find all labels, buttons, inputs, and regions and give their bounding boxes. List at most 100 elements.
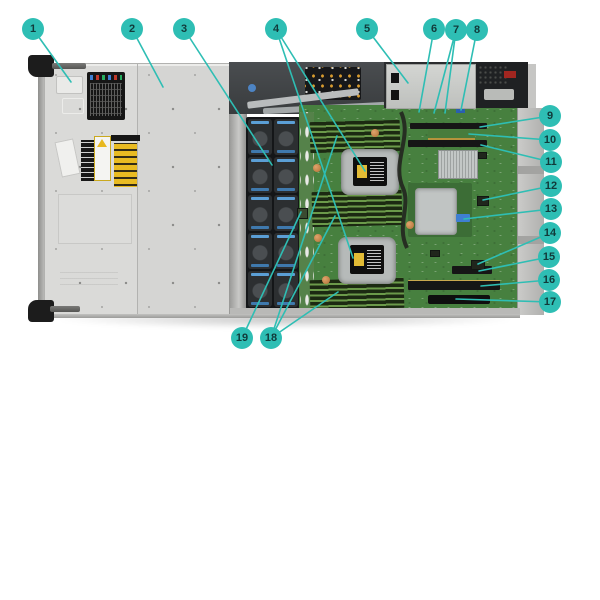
callout-line-15 bbox=[478, 256, 550, 272]
wall-notch bbox=[518, 166, 544, 174]
rack-ear-top bbox=[28, 55, 54, 77]
fan-module bbox=[248, 157, 272, 193]
microsd-riser-card bbox=[428, 130, 475, 140]
psu-release-tab bbox=[504, 71, 516, 78]
pcie-slot-5 bbox=[452, 266, 492, 274]
callout-badge-9: 9 bbox=[539, 105, 561, 127]
callout-line-4b bbox=[275, 28, 354, 259]
callout-badge-14: 14 bbox=[539, 222, 561, 244]
processor-2-heatsink bbox=[338, 237, 396, 284]
callout-line-16 bbox=[480, 279, 550, 287]
smart-array-connector bbox=[456, 214, 470, 222]
callout-badge-2: 2 bbox=[121, 18, 143, 40]
fan-module bbox=[274, 157, 298, 193]
callout-line-18a bbox=[270, 135, 338, 339]
tpm-connector bbox=[477, 196, 489, 206]
callout-line-11 bbox=[480, 144, 552, 163]
callout-line-5 bbox=[366, 28, 409, 84]
copper-standoff bbox=[371, 129, 379, 137]
callout-line-6 bbox=[418, 28, 435, 113]
callout-badge-8: 8 bbox=[466, 19, 488, 41]
callout-line-8 bbox=[460, 29, 478, 111]
fan-module bbox=[274, 119, 298, 155]
fan-module bbox=[274, 271, 298, 307]
processor-2-label-text bbox=[367, 250, 381, 269]
callout-badge-13: 13 bbox=[540, 198, 562, 220]
callout-badge-19: 19 bbox=[231, 327, 253, 349]
fan-module bbox=[248, 271, 272, 307]
cable-bundle bbox=[397, 111, 409, 249]
callout-badge-12: 12 bbox=[540, 175, 562, 197]
wall-notch bbox=[518, 236, 544, 244]
bezel-latch-bottom bbox=[50, 306, 80, 312]
callout-line-18b bbox=[270, 215, 336, 339]
psu-vent-grid bbox=[478, 65, 508, 85]
callout-badge-11: 11 bbox=[540, 151, 562, 173]
warning-label-black bbox=[79, 137, 96, 184]
system-battery bbox=[297, 208, 308, 219]
small-label bbox=[56, 76, 83, 94]
callout-line-7b bbox=[444, 29, 457, 114]
callout-line-19 bbox=[241, 211, 302, 339]
legend: 1.Front drive bay 1 2.Front drive bay 2 … bbox=[0, 355, 600, 600]
chassis-mid-rail bbox=[229, 62, 247, 318]
processor-1-sticker bbox=[357, 165, 367, 178]
callout-line-17 bbox=[455, 298, 551, 303]
board-chip bbox=[478, 152, 487, 159]
callout-badge-1: 1 bbox=[22, 18, 44, 40]
processor-1-label bbox=[353, 157, 387, 186]
copper-standoff bbox=[322, 276, 330, 284]
pcie-slot-2 bbox=[408, 140, 487, 147]
psu-vent-slot bbox=[391, 90, 399, 100]
power-supply-1 bbox=[386, 64, 476, 109]
callout-badge-17: 17 bbox=[539, 291, 561, 313]
front-drive-bay-2-cover bbox=[137, 63, 231, 318]
callout-line-12 bbox=[482, 185, 552, 201]
pcie-slot-6 bbox=[408, 280, 500, 290]
callout-badge-5: 5 bbox=[356, 18, 378, 40]
pcie-slot-1 bbox=[410, 123, 487, 129]
copper-standoff bbox=[314, 234, 322, 242]
chipset-heatsink bbox=[438, 150, 478, 179]
fan-module bbox=[274, 195, 298, 231]
processor-1-label-text bbox=[370, 162, 384, 181]
bezel-latch-top bbox=[52, 63, 86, 69]
copper-standoff bbox=[406, 221, 414, 229]
callout-badge-3: 3 bbox=[173, 18, 195, 40]
maintenance-switch bbox=[471, 260, 485, 270]
callout-badge-18: 18 bbox=[260, 327, 282, 349]
system-fan-cage bbox=[246, 117, 300, 309]
warning-triangle-icon bbox=[97, 139, 107, 147]
callout-line-18c bbox=[270, 291, 339, 339]
callout-badge-10: 10 bbox=[539, 129, 561, 151]
callout-line-10 bbox=[468, 133, 551, 141]
callout-line-3 bbox=[183, 28, 273, 166]
callout-line-13 bbox=[463, 208, 552, 220]
warning-label-center bbox=[94, 136, 111, 181]
chassis-top-cap bbox=[528, 64, 536, 108]
service-label-barcode bbox=[90, 83, 122, 116]
chassis-floor-strip bbox=[230, 308, 520, 317]
board-chip bbox=[430, 250, 440, 257]
callout-line-4a bbox=[275, 28, 366, 172]
chassis-front-edge bbox=[38, 62, 46, 318]
callout-lines bbox=[32, 28, 552, 339]
embossed-label bbox=[62, 98, 84, 114]
thumbscrew bbox=[248, 84, 256, 92]
callout-badge-6: 6 bbox=[423, 18, 445, 40]
smart-array-heatsink bbox=[415, 188, 457, 235]
callout-badge-4: 4 bbox=[265, 18, 287, 40]
power-supply-2 bbox=[476, 62, 528, 108]
processor-1-heatsink bbox=[341, 149, 399, 195]
processor-2-label bbox=[350, 245, 384, 274]
callout-line-7a bbox=[433, 29, 457, 114]
callout-badge-15: 15 bbox=[538, 246, 560, 268]
psu-vent-slot bbox=[391, 73, 399, 83]
warning-label-yellow bbox=[111, 135, 140, 190]
fan-module bbox=[248, 195, 272, 231]
fan-module bbox=[248, 119, 272, 155]
service-label-dots bbox=[90, 75, 122, 80]
callout-badge-16: 16 bbox=[538, 269, 560, 291]
callout-line-9 bbox=[479, 115, 551, 128]
